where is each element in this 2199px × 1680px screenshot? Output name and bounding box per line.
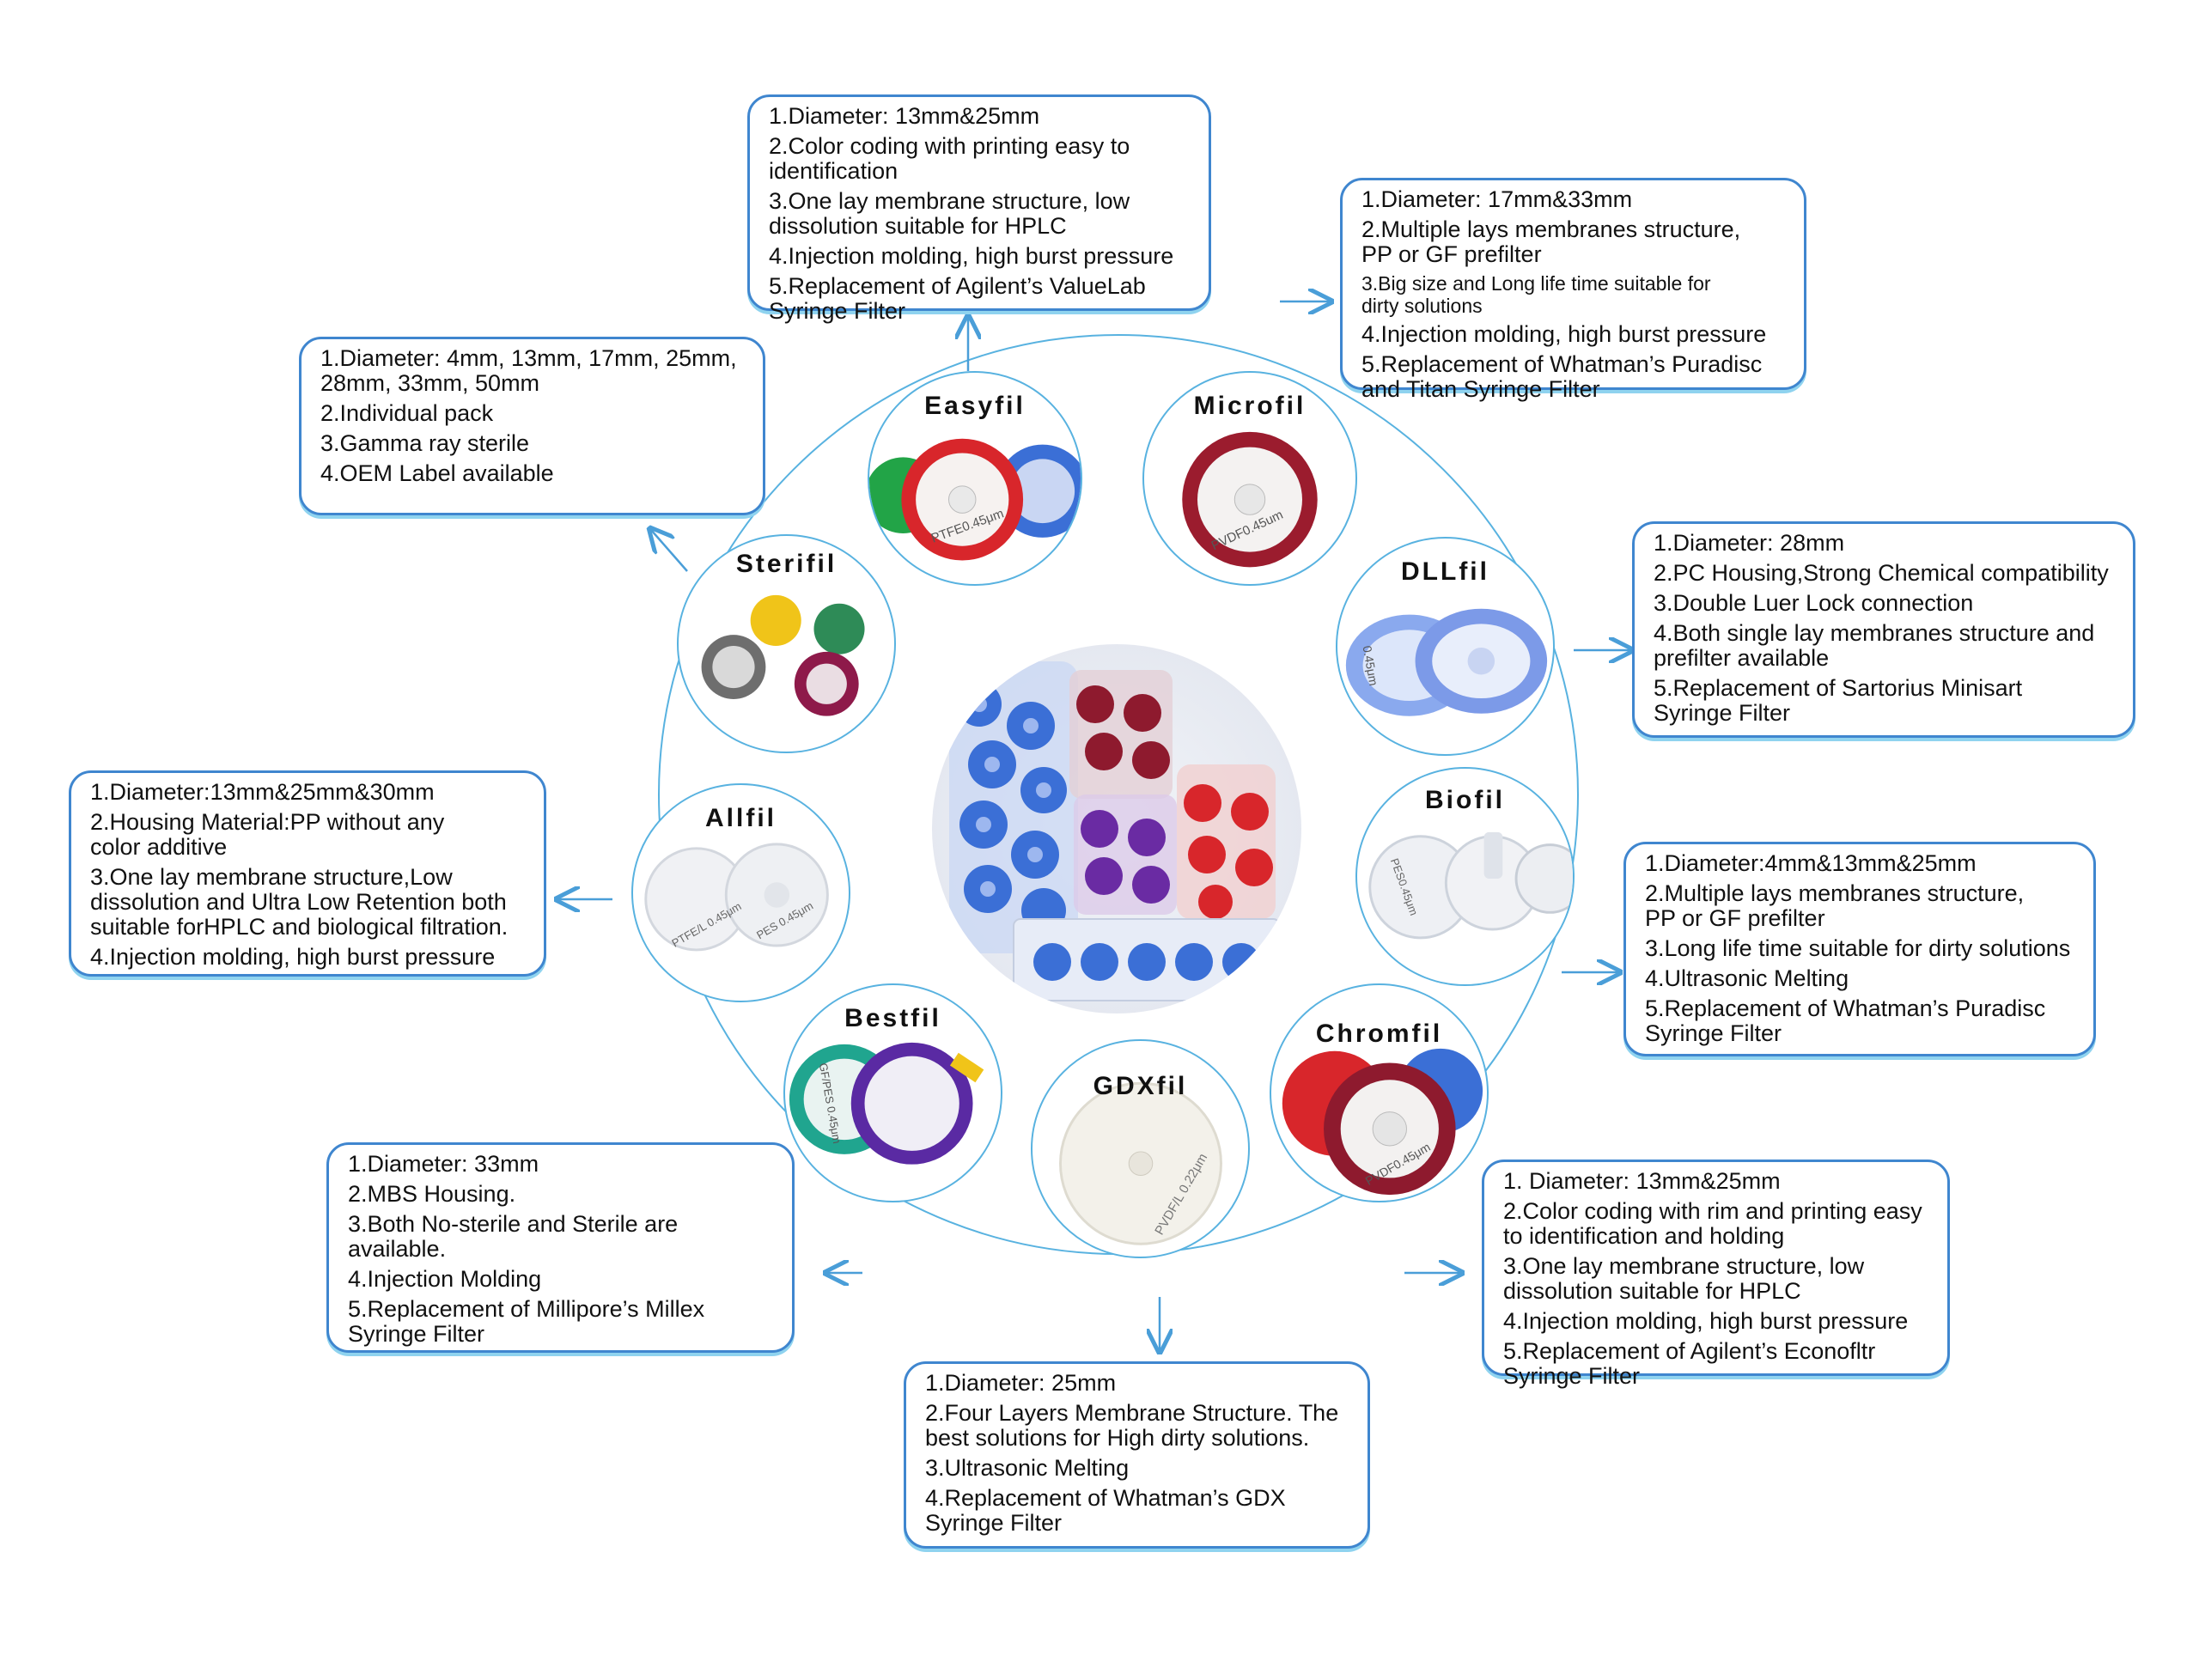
- info-item: 1. Diameter: 13mm&25mm: [1503, 1168, 1781, 1194]
- center-product-jars-image: [932, 644, 1301, 1013]
- product-name-bestfil: Bestfil: [844, 1004, 941, 1032]
- product-circle-microfil[interactable]: Microfil PVDF0.45um: [1142, 371, 1357, 586]
- info-item: 1.Diameter: 13mm&25mm: [769, 103, 1040, 129]
- info-list-bestfil: 1.Diameter: 33mm 2.MBS Housing. 3.Both No-…: [348, 1152, 777, 1347]
- info-item: 4.Injection molding, high burst pressure: [90, 944, 496, 970]
- info-item: 4.Injection molding, high burst pressure: [1361, 321, 1767, 347]
- info-item: 2.Housing Material:PP without any color …: [90, 809, 445, 860]
- info-item: 2.Color coding with rim and printing eas…: [1503, 1198, 1922, 1249]
- info-item: 3.Both No-sterile and Sterile are availa…: [348, 1211, 679, 1262]
- product-name-gdxfil: GDXfil: [1093, 1072, 1188, 1100]
- info-box-biofil: 1.Diameter:4mm&13mm&25mm 2.Multiple lays …: [1623, 842, 2096, 1056]
- info-item: 1.Diameter: 28mm: [1654, 530, 1845, 556]
- info-item: 4.Injection molding, high burst pressure: [1503, 1308, 1909, 1334]
- product-name-sterifil: Sterifil: [735, 550, 838, 578]
- info-box-allfil: 1.Diameter:13mm&25mm&30mm 2.Housing Mater…: [69, 770, 546, 977]
- info-item: 5.Replacement of Millipore’s Millex Syri…: [348, 1296, 705, 1347]
- info-item: 3.Ultrasonic Melting: [925, 1455, 1130, 1481]
- info-item: 1.Diameter: 17mm&33mm: [1361, 186, 1633, 212]
- info-box-bestfil: 1.Diameter: 33mm 2.MBS Housing. 3.Both No-…: [326, 1142, 795, 1353]
- product-circle-chromfil[interactable]: Chromfil PVDF0.45μm: [1270, 983, 1489, 1202]
- info-item: 2.PC Housing,Strong Chemical compatibili…: [1654, 560, 2109, 586]
- info-box-sterifil: 1.Diameter: 4mm, 13mm, 17mm, 25mm, 28mm,…: [299, 337, 765, 515]
- info-box-gdxfil: 1.Diameter: 25mm 2.Four Layers Membrane S…: [904, 1361, 1370, 1549]
- info-box-dllfil: 1.Diameter: 28mm 2.PC Housing,Strong Chem…: [1632, 521, 2135, 738]
- product-name-allfil: Allfil: [705, 804, 777, 832]
- product-name-easyfil: Easyfil: [924, 392, 1026, 420]
- info-item: 3.Big size and Long life time suitable f…: [1361, 272, 1711, 317]
- product-circle-dllfil[interactable]: DLLfil 0.45μm: [1336, 537, 1555, 756]
- info-item: 2.Multiple lays membranes structure, PP …: [1361, 216, 1741, 267]
- info-item: 1.Diameter: 33mm: [348, 1151, 539, 1177]
- info-box-easyfil: 1.Diameter: 13mm&25mm 2.Color coding with…: [747, 94, 1211, 324]
- product-name-chromfil: Chromfil: [1315, 1020, 1443, 1048]
- product-circle-easyfil[interactable]: Easyfil PTFE0.45μm: [868, 371, 1082, 586]
- info-list-easyfil: 1.Diameter: 13mm&25mm 2.Color coding with…: [769, 104, 1193, 324]
- info-item: 4.OEM Label available: [320, 460, 554, 486]
- info-box-chromfil: 1. Diameter: 13mm&25mm 2.Color coding wit…: [1482, 1160, 1950, 1389]
- product-name-dllfil: DLLfil: [1401, 557, 1489, 586]
- product-name-microfil: Microfil: [1193, 392, 1307, 420]
- info-item: 2.Multiple lays membranes structure, PP …: [1645, 880, 2025, 931]
- info-item: 4.Injection molding, high burst pressure: [769, 243, 1174, 269]
- info-item: 1.Diameter:4mm&13mm&25mm: [1645, 850, 1977, 876]
- info-item: 5.Replacement of Sartorius Minisart Syri…: [1654, 675, 2023, 726]
- info-list-chromfil: 1. Diameter: 13mm&25mm 2.Color coding wit…: [1503, 1169, 1932, 1389]
- info-item: 3.Double Luer Lock connection: [1654, 590, 1974, 616]
- info-box-microfil: 1.Diameter: 17mm&33mm 2.Multiple lays mem…: [1340, 178, 1806, 402]
- info-list-gdxfil: 1.Diameter: 25mm 2.Four Layers Membrane S…: [925, 1371, 1352, 1536]
- product-circle-sterifil[interactable]: Sterifil: [677, 534, 896, 753]
- info-item: 1.Diameter:13mm&25mm&30mm: [90, 779, 435, 805]
- info-item: 5.Replacement of Whatman’s Puradisc Syri…: [1645, 995, 2046, 1046]
- info-item: 1.Diameter: 4mm, 13mm, 17mm, 25mm, 28mm,…: [320, 345, 737, 396]
- info-item: 4.Both single lay membranes structure an…: [1654, 620, 2095, 671]
- info-list-biofil: 1.Diameter:4mm&13mm&25mm 2.Multiple lays …: [1645, 851, 2078, 1046]
- info-item: 2.Color coding with printing easy to ide…: [769, 133, 1130, 184]
- info-item: 5.Replacement of Agilent’s ValueLab Syri…: [769, 273, 1146, 324]
- info-item: 2.Individual pack: [320, 400, 494, 426]
- info-item: 3.Gamma ray sterile: [320, 430, 530, 456]
- info-item: 2.Four Layers Membrane Structure. The be…: [925, 1400, 1339, 1451]
- info-item: 4.Replacement of Whatman’s GDX Syringe F…: [925, 1485, 1286, 1536]
- info-item: 3.One lay membrane structure, low dissol…: [769, 188, 1130, 239]
- info-item: 3.One lay membrane structure, low dissol…: [1503, 1253, 1865, 1304]
- product-circle-allfil[interactable]: Allfil PTFE/L 0.45μm PES 0.45μm: [631, 783, 850, 1002]
- info-item: 2.MBS Housing.: [348, 1181, 516, 1207]
- info-list-allfil: 1.Diameter:13mm&25mm&30mm 2.Housing Mater…: [90, 780, 528, 970]
- product-circle-biofil[interactable]: Biofil PES0.45μm: [1355, 767, 1575, 986]
- info-item: 5.Replacement of Agilent’s Econofltr Syr…: [1503, 1338, 1876, 1389]
- product-circle-bestfil[interactable]: Bestfil GF/PES 0.45μm: [783, 983, 1002, 1202]
- arrow-sterifil: [651, 530, 688, 572]
- info-item: 1.Diameter: 25mm: [925, 1370, 1117, 1396]
- info-item: 3.Long life time suitable for dirty solu…: [1645, 935, 2071, 961]
- info-list-sterifil: 1.Diameter: 4mm, 13mm, 17mm, 25mm, 28mm,…: [320, 346, 747, 486]
- info-item: 3.One lay membrane structure,Low dissolu…: [90, 864, 509, 940]
- product-circle-gdxfil[interactable]: GDXfil PVDF/L 0.22μm: [1031, 1039, 1250, 1258]
- info-item: 4.Injection Molding: [348, 1266, 542, 1292]
- product-name-biofil: Biofil: [1425, 786, 1505, 814]
- info-list-microfil: 1.Diameter: 17mm&33mm 2.Multiple lays mem…: [1361, 187, 1788, 402]
- info-list-dllfil: 1.Diameter: 28mm 2.PC Housing,Strong Chem…: [1654, 531, 2117, 726]
- info-item: 4.Ultrasonic Melting: [1645, 965, 1849, 991]
- info-item: 5.Replacement of Whatman’s Puradisc and …: [1361, 351, 1763, 402]
